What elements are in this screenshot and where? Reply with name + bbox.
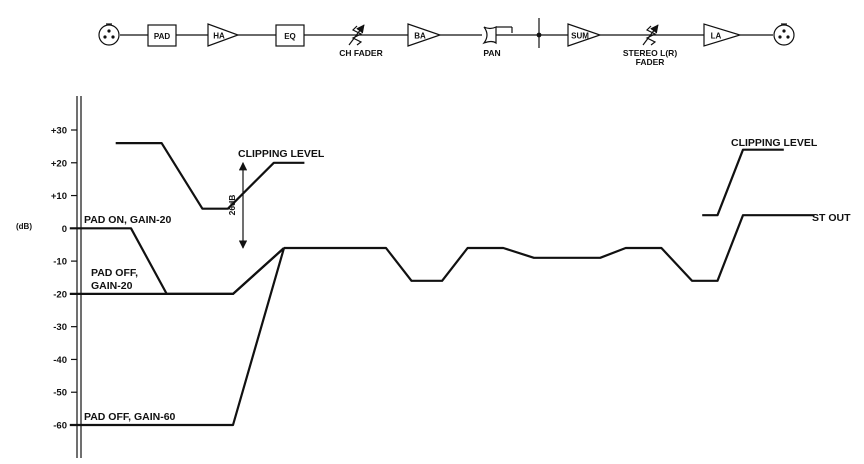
clipping-level-trace-1 xyxy=(702,148,784,217)
y-tick-label: +20 xyxy=(51,158,67,169)
stereo-fader-icon xyxy=(642,24,659,46)
ha-amp: HA xyxy=(207,23,240,47)
eq-block: EQ xyxy=(275,24,305,47)
y-tick-label: -60 xyxy=(53,421,67,432)
bus-node-icon xyxy=(536,32,542,38)
pad-off-20-label-1: PAD OFF, xyxy=(91,267,138,279)
pan-icon xyxy=(482,26,513,45)
signal-chain: PAD HA EQ CH FADER BA PAN xyxy=(98,18,795,67)
y-tick-label: -20 xyxy=(53,289,67,300)
y-tick-label: +10 xyxy=(51,191,67,202)
pad-off-60-label: PAD OFF, GAIN-60 xyxy=(84,411,176,423)
xlr-input-icon xyxy=(98,23,120,46)
y-tick-label: -10 xyxy=(53,257,67,268)
y-tick-label: +30 xyxy=(51,126,67,137)
clipping-level-trace-0 xyxy=(115,142,305,210)
sum-label: SUM xyxy=(571,32,589,41)
headroom-label: 26dB xyxy=(227,195,237,216)
stereo-fader-caption-2: FADER xyxy=(636,57,665,67)
pad-label: PAD xyxy=(154,32,171,41)
y-ticks: +30 +20 +10 0 -10 -20 -30 -40 -50 -60 xyxy=(51,126,77,432)
y-tick-label: 0 xyxy=(62,224,67,235)
eq-label: EQ xyxy=(284,32,296,41)
pad-on-label: PAD ON, GAIN-20 xyxy=(84,214,171,226)
sum-amp: SUM xyxy=(567,23,602,47)
clipping-level-right-label: CLIPPING LEVEL xyxy=(731,137,818,149)
ch-fader-icon xyxy=(348,24,365,46)
pad-block: PAD xyxy=(147,24,177,47)
level-trace-2 xyxy=(69,247,286,427)
level-trace-3 xyxy=(284,214,815,282)
pan-caption: PAN xyxy=(483,48,500,58)
ha-label: HA xyxy=(213,32,225,41)
level-trace-1 xyxy=(69,247,285,295)
ba-label: BA xyxy=(414,32,426,41)
clipping-traces xyxy=(115,142,784,217)
ba-amp: BA xyxy=(407,23,442,47)
la-label: LA xyxy=(711,32,722,41)
y-tick-label: -30 xyxy=(53,322,67,333)
st-out-label: ST OUT xyxy=(812,212,851,224)
level-chart: (dB) +30 +20 +10 0 -10 -20 -30 -40 -50 -60 26dB C… xyxy=(16,96,851,458)
y-axis-label: (dB) xyxy=(16,222,32,231)
ch-fader-caption: CH FADER xyxy=(339,48,382,58)
y-tick-label: -50 xyxy=(53,388,67,399)
clipping-level-left-label: CLIPPING LEVEL xyxy=(238,148,325,160)
la-amp: LA xyxy=(703,23,743,47)
level-traces xyxy=(69,214,815,427)
pad-off-20-label-2: GAIN-20 xyxy=(91,280,133,292)
y-tick-label: -40 xyxy=(53,355,67,366)
stereo-fader-caption-1: STEREO L(R) xyxy=(623,48,677,58)
xlr-output-icon xyxy=(773,23,795,46)
